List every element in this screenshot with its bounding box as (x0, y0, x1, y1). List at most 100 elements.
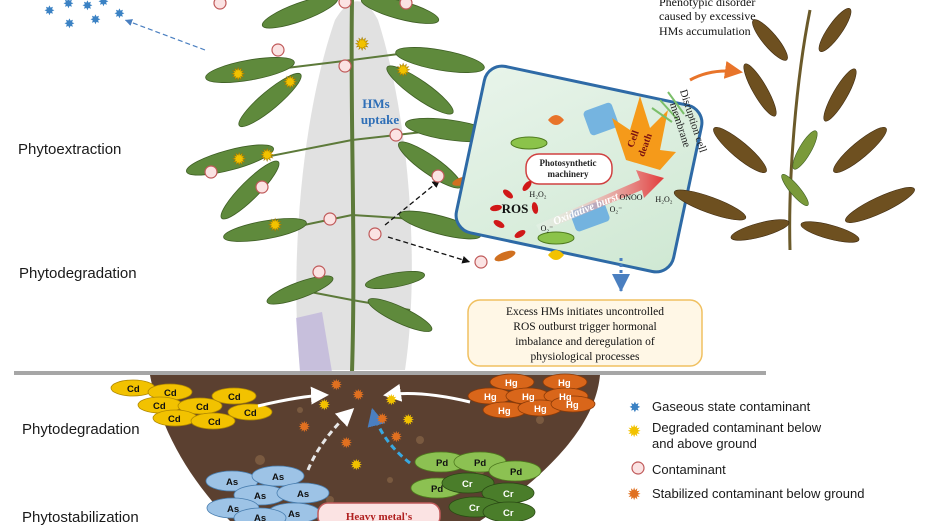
label-phytoextraction: Phytoextraction (18, 141, 122, 158)
cr-label: Cr (503, 508, 514, 519)
svg-text:✹: ✹ (318, 397, 331, 414)
cd-label: Cd (153, 401, 166, 412)
svg-text:✹: ✹ (283, 73, 297, 92)
legend-label-contaminant: Contaminant (652, 462, 726, 477)
organelle-icon (548, 250, 564, 260)
photosynthetic-line2: machinery (548, 169, 589, 179)
hg-label: Hg (559, 392, 572, 403)
gas-release-arrow (124, 19, 206, 51)
legend-label-gaseous: Gaseous state contaminant (652, 399, 811, 414)
hg-label: Hg (484, 392, 497, 403)
withered-plant (673, 8, 915, 251)
soil-degraded-stars: ✹✹✹✹ (318, 392, 415, 474)
phenotype-caption-line1: Phenotypic disorder (659, 0, 755, 9)
phenotype-caption-line2: caused by excessive (659, 9, 756, 23)
cd-label: Cd (168, 414, 181, 425)
photosynthetic-line1: Photosynthetic (540, 158, 597, 168)
cd-cluster: Cd Cd Cd Cd Cd Cd Cd Cd (110, 379, 273, 430)
ros-box-line2: ROS outburst trigger hormonal (513, 321, 656, 333)
svg-text:✹: ✹ (340, 435, 353, 452)
cr-label: Cr (469, 503, 480, 514)
cd-to-root-arrow (257, 386, 329, 408)
cd-label: Cd (208, 417, 221, 428)
as-label: As (272, 472, 284, 483)
svg-text:✹: ✹ (330, 377, 343, 394)
hg-cluster: Hg Hg Hg Hg Hg Hg Hg Hg (467, 373, 596, 419)
onoo-label: ONOO (619, 193, 642, 202)
plant-contaminants (204, 0, 413, 279)
svg-text:✹: ✹ (390, 429, 403, 446)
pd-label: Pd (431, 484, 443, 495)
arrow-to-cell-lower (387, 236, 471, 264)
svg-text:✹: ✹ (355, 35, 369, 54)
svg-text:✹: ✹ (268, 216, 282, 235)
as-label: As (227, 504, 239, 515)
gaseous-stars: ✸✸ ✸✸ ✸✸ ✸ (44, 0, 125, 31)
svg-text:✹: ✹ (298, 419, 311, 436)
as-label: As (226, 477, 238, 488)
as-label: As (297, 489, 309, 500)
uptake-label-line2: uptake (361, 112, 400, 127)
as-cluster: As As As As As As As (205, 465, 330, 521)
svg-text:✸: ✸ (44, 3, 55, 18)
mitochondria-icon (583, 102, 619, 136)
as-label: As (288, 509, 300, 520)
hg-label: Hg (505, 378, 518, 389)
h2o2-left: H₂O₂ (529, 190, 546, 199)
svg-text:✹: ✹ (260, 146, 274, 165)
plant-degraded-stars: ✹ ✹ ✹ ✹ ✹ ✹ ✹ (231, 35, 411, 236)
svg-text:✹: ✹ (232, 150, 246, 169)
cd-label: Cd (164, 388, 177, 399)
pd-cr-cluster: Pd Pd Pd Pd Cr Cr Cr Cr (410, 451, 542, 521)
svg-text:✸: ✸ (64, 16, 75, 31)
svg-text:✸: ✸ (63, 0, 74, 11)
svg-text:✹: ✹ (231, 65, 245, 84)
phenotype-arrow (689, 60, 743, 82)
cr-label: Cr (503, 489, 514, 500)
ros-box-line4: physiological processes (531, 351, 640, 363)
heavy-metal-label: Heavy metal's (346, 511, 413, 521)
contaminant-icon (431, 169, 445, 183)
svg-text:✹: ✹ (402, 412, 415, 429)
soil-stabilized-stars: ✹ ✹ ✹ ✹ ✹ ✹ (298, 377, 403, 452)
pd-label: Pd (474, 458, 486, 469)
blue-star-icon: ✸ (629, 399, 641, 415)
svg-text:✹: ✹ (396, 61, 410, 80)
o2-left: O₂⁻ (541, 224, 554, 233)
ros-explanation-box (467, 299, 703, 367)
legend-label-degraded-2: and above ground (652, 436, 757, 451)
plant-cell: Photosynthetic machinery Oxidative burst… (454, 64, 704, 274)
transporter-icon (494, 250, 516, 262)
hg-to-root-arrow (383, 383, 471, 404)
svg-text:✸: ✸ (90, 12, 101, 27)
ros-box-line1: Excess HMs initiates uncontrolled (506, 306, 664, 318)
yellow-star-icon: ✹ (627, 422, 641, 441)
h2o2-right: H₂O₂ (655, 195, 672, 204)
ros-box-line3: imbalance and deregulation of (515, 336, 655, 348)
cd-label: Cd (244, 408, 257, 419)
pd-to-root-arrow (367, 407, 411, 465)
svg-text:✸: ✸ (114, 6, 125, 21)
heavy-metal-box (317, 502, 441, 521)
cd-label: Cd (196, 402, 209, 413)
phenotype-caption-line3: HMs accumulation (659, 24, 751, 38)
svg-text:✹: ✹ (385, 392, 398, 409)
contaminant-icon (631, 461, 645, 475)
photosynthetic-box (525, 153, 613, 185)
hg-label: Hg (558, 378, 571, 389)
legend: ✸ Gaseous state contaminant ✹ Degraded c… (627, 399, 864, 504)
contaminant-icon (474, 255, 488, 269)
arrow-to-cell-upper (384, 179, 441, 226)
pd-label: Pd (436, 458, 448, 469)
cd-label: Cd (127, 384, 140, 395)
uptake-label-line1: HMs (362, 96, 389, 111)
plant-stem (349, 0, 356, 373)
membrane-fragments (651, 91, 685, 123)
uptake-purple-base (296, 312, 332, 372)
hg-label: Hg (534, 404, 547, 415)
svg-text:✹: ✹ (350, 457, 363, 474)
cd-label: Cd (228, 392, 241, 403)
hg-label: Hg (522, 392, 535, 403)
organelle-icon (548, 115, 564, 125)
